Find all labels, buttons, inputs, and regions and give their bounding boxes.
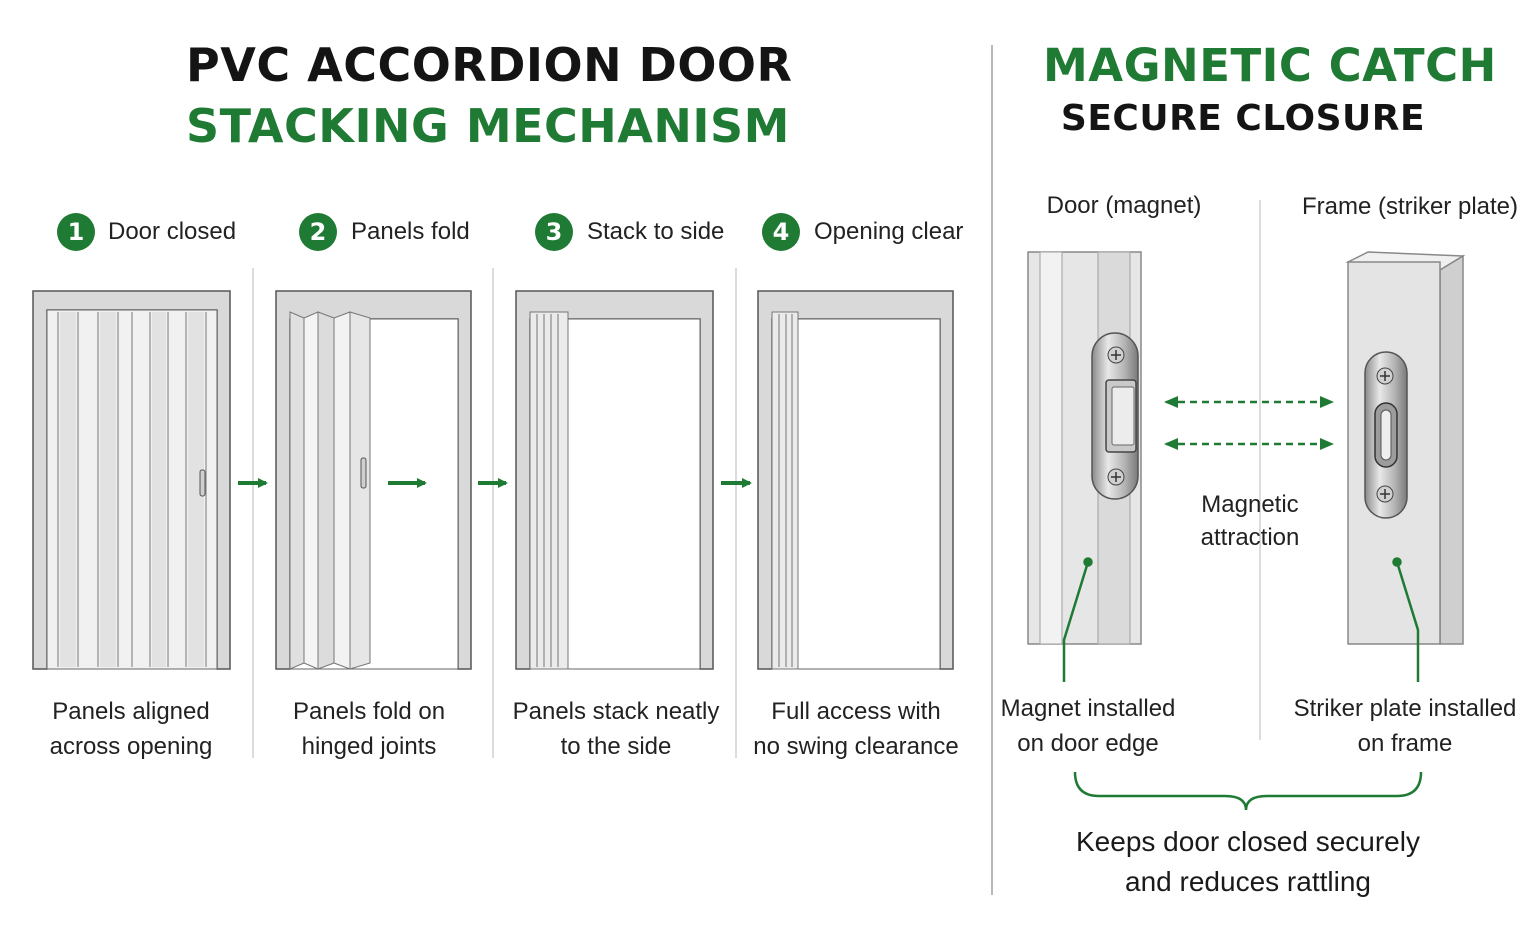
- caption-line: Panels aligned: [52, 698, 210, 725]
- caption-line: Panels fold on: [292, 698, 446, 725]
- door-open-illustration: [757, 290, 954, 670]
- magnet-caption: Magnet installed on door edge: [998, 691, 1178, 761]
- step-badge: 2: [299, 213, 337, 251]
- summary-text: Keeps door closed securely and reduces r…: [1066, 822, 1430, 902]
- screw-icon: [1376, 485, 1394, 503]
- right-title-line2: SECURE CLOSURE: [1060, 98, 1426, 139]
- caption-line: on door edge: [1017, 730, 1159, 757]
- summary-line: and reduces rattling: [1125, 866, 1371, 897]
- step-label: Opening clear: [814, 218, 964, 245]
- caption-line: Panels stack neatly: [512, 698, 720, 725]
- door-folding-illustration: [275, 290, 472, 670]
- summary-bracket: [1073, 771, 1423, 811]
- summary-line: Keeps door closed securely: [1076, 826, 1420, 857]
- caption-line: across opening: [49, 733, 213, 760]
- step-caption: Panels stack neatly to the side: [497, 694, 735, 764]
- door-closed-illustration: [32, 290, 231, 670]
- step-caption: Panels aligned across opening: [16, 694, 246, 764]
- striker-caption: Striker plate installed on frame: [1290, 691, 1520, 761]
- caption-line: no swing clearance: [753, 733, 959, 760]
- frame-striker-label: Frame (striker plate): [1301, 193, 1519, 220]
- caption-line: Striker plate installed: [1293, 695, 1517, 722]
- door-edge-illustration: [1027, 251, 1142, 645]
- step-badge: 1: [57, 213, 95, 251]
- leader-line-magnet: [1062, 557, 1093, 682]
- screw-icon: [1376, 367, 1394, 385]
- caption-line: Magnetic: [1201, 491, 1299, 518]
- step-badge: 4: [762, 213, 800, 251]
- step-badge: 3: [535, 213, 573, 251]
- caption-line: to the side: [560, 733, 672, 760]
- door-magnet-label: Door (magnet): [1046, 192, 1202, 219]
- caption-line: Full access with: [771, 698, 941, 725]
- screw-icon: [1107, 346, 1125, 364]
- right-title-line1: MAGNETIC CATCH: [1043, 39, 1497, 92]
- step-label: Panels fold: [351, 218, 470, 245]
- frame-edge-illustration: [1345, 251, 1466, 645]
- step-caption: Full access with no swing clearance: [740, 694, 972, 764]
- left-title-line2: STACKING MECHANISM: [186, 99, 790, 153]
- step-label: Stack to side: [587, 218, 725, 245]
- caption-line: attraction: [1200, 524, 1300, 551]
- left-title-line1: PVC ACCORDION DOOR: [186, 38, 793, 92]
- screw-icon: [1107, 468, 1125, 486]
- caption-line: on frame: [1357, 730, 1453, 757]
- caption-line: hinged joints: [301, 733, 437, 760]
- step-caption: Panels fold on hinged joints: [254, 694, 484, 764]
- double-arrow-icon: [1164, 396, 1334, 450]
- leader-line-striker: [1392, 557, 1420, 682]
- step-label: Door closed: [108, 218, 237, 245]
- magnetic-attraction-label: Magnetic attraction: [1170, 488, 1330, 554]
- door-stacked-illustration: [515, 290, 714, 670]
- caption-line: Magnet installed: [1000, 695, 1176, 722]
